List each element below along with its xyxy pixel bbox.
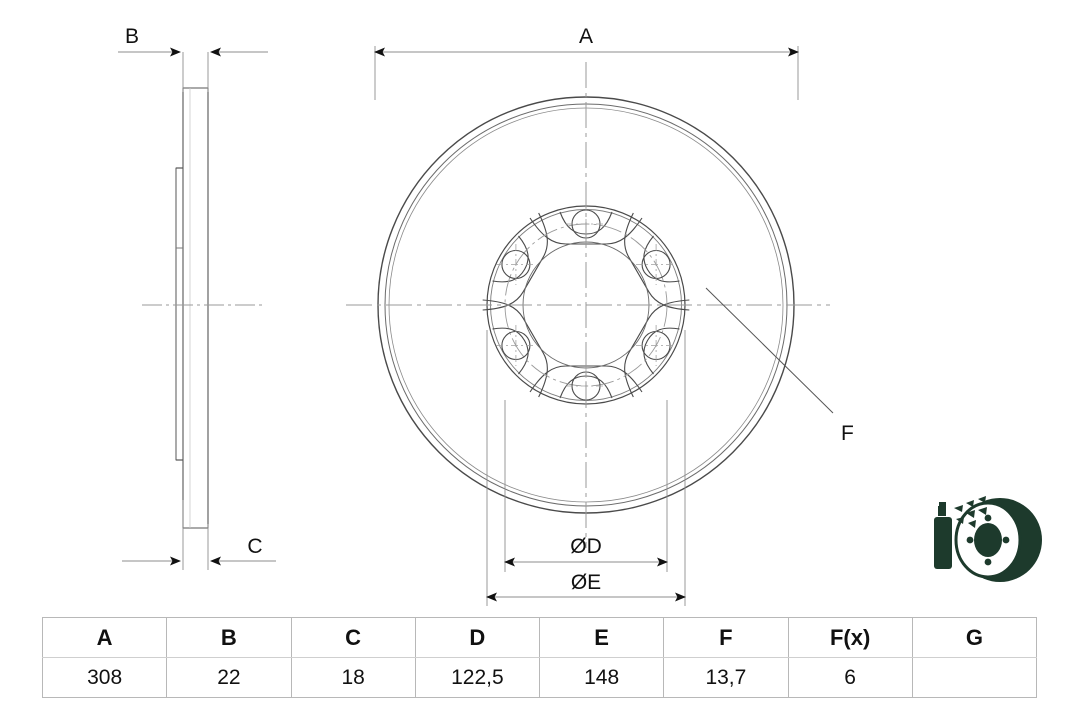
dimension-label-b: B [125,25,139,48]
dimension-d: ØD [504,400,668,572]
hub-scallop-pattern [492,211,680,399]
table-cell-f: 13,7 [663,657,789,698]
table-cell-c: 18 [290,657,416,698]
table-cell-g [911,657,1038,698]
table-cell-d: 122,5 [414,657,541,698]
dimension-a: A [374,25,799,100]
table-cell-fx: 6 [787,657,913,698]
table-header-row: A B C D E F F(x) G [41,617,1038,658]
table-header-g: G [911,617,1038,658]
centerlines-front [346,62,830,548]
dimension-e: ØE [486,330,686,606]
table-cell-b: 22 [166,657,292,698]
table-row: 308 22 18 122,5 148 13,7 6 [41,657,1038,698]
table-header-f: F [663,617,789,658]
front-face-view [346,62,830,548]
table-cell-a: 308 [41,657,168,698]
coated-brake-disc-icon [934,496,1042,582]
dimension-label-f: F [841,422,854,445]
table-cell-e: 148 [538,657,665,698]
table-header-c: C [290,617,416,658]
dimension-label-d: ØD [570,535,602,558]
dimension-c: C [122,500,276,570]
table-header-b: B [166,617,292,658]
dimension-table: A B C D E F F(x) G 308 22 18 122,5 148 1… [41,617,1038,698]
spray-mist-icon [954,496,987,528]
dimension-b: B [118,25,268,92]
table-header-fx: F(x) [787,617,913,658]
table-header-a: A [41,617,168,658]
dimension-label-a: A [579,25,593,48]
dimension-f: F [705,287,854,445]
table-header-d: D [414,617,541,658]
dimension-label-c: C [247,535,262,558]
table-header-e: E [538,617,665,658]
dimension-label-e: ØE [571,571,601,594]
side-profile-view [142,87,262,529]
